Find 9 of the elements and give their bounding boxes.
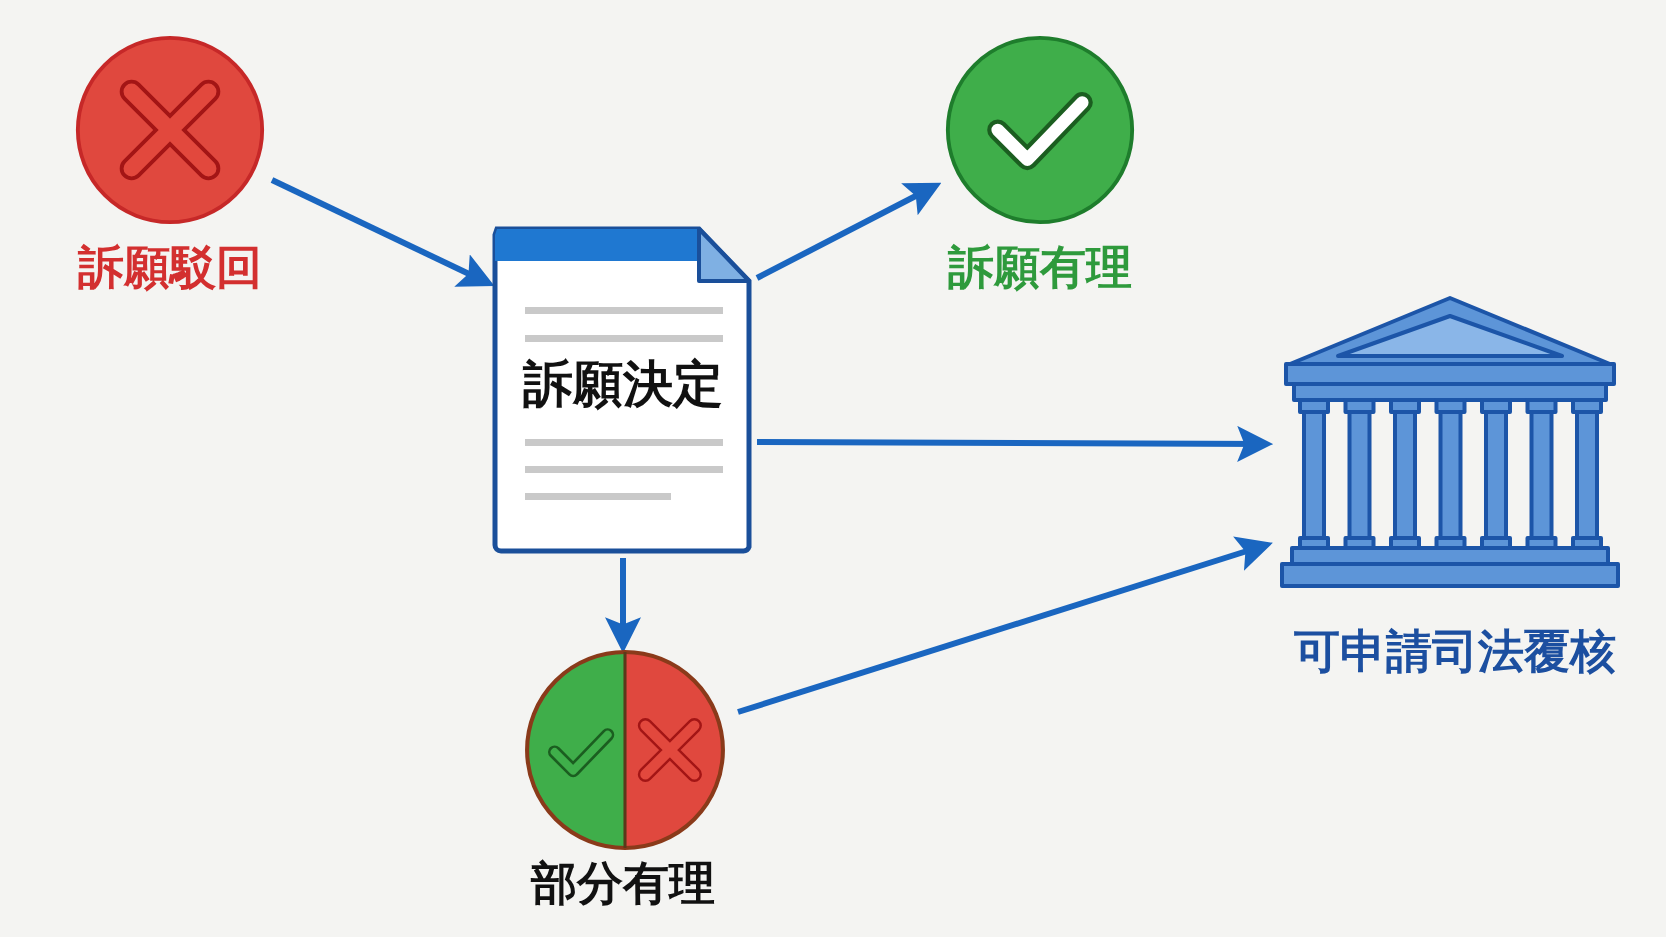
status-label: 可申請司法覆核	[1293, 624, 1617, 678]
status-label: 部分有理	[529, 856, 716, 910]
document-title: 訴願決定	[521, 357, 724, 411]
arrow	[755, 182, 942, 281]
arrow	[737, 536, 1273, 715]
status-label: 訴願駁回	[76, 240, 263, 294]
arrow	[757, 425, 1274, 462]
status-label: 訴願有理	[946, 240, 1133, 294]
arrow	[270, 177, 495, 287]
